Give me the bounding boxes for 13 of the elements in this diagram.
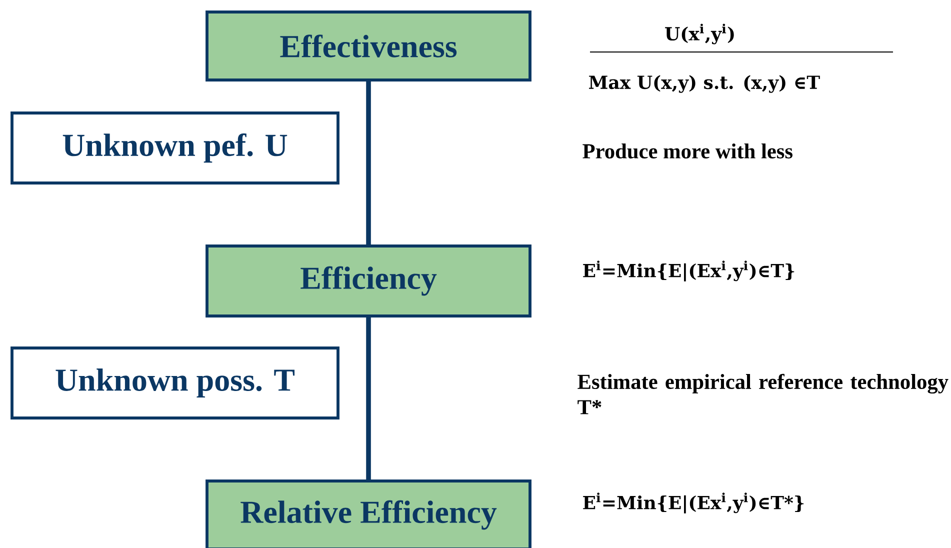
formula-text: Max U(x,y) s.t. (x,y) ∈T	[589, 75, 820, 93]
concept-box: Effectiveness	[206, 10, 532, 82]
formula-text: E$^{i}$=Min{E|(Ex$^{i}$,y$^{i}$)∈T*}	[583, 492, 804, 514]
formula-text: U(x$^{i}$,y$^{i}$)	[665, 24, 734, 44]
concept-box: Efficiency	[206, 244, 532, 318]
concept-box: Relative Efficiency	[206, 480, 532, 548]
note-text: Produce more with less	[582, 143, 792, 158]
note-text: Estimate empirical reference technology T*	[578, 374, 948, 414]
connector-line	[366, 81, 371, 245]
formula-text: E$^{i}$=Min{E|(Ex$^{i}$,y$^{i}$)∈T}	[583, 260, 794, 282]
assumption-box: Unknown poss. T	[10, 346, 340, 420]
connector-line	[366, 317, 371, 480]
assumption-box: Unknown pef. U	[10, 112, 340, 184]
